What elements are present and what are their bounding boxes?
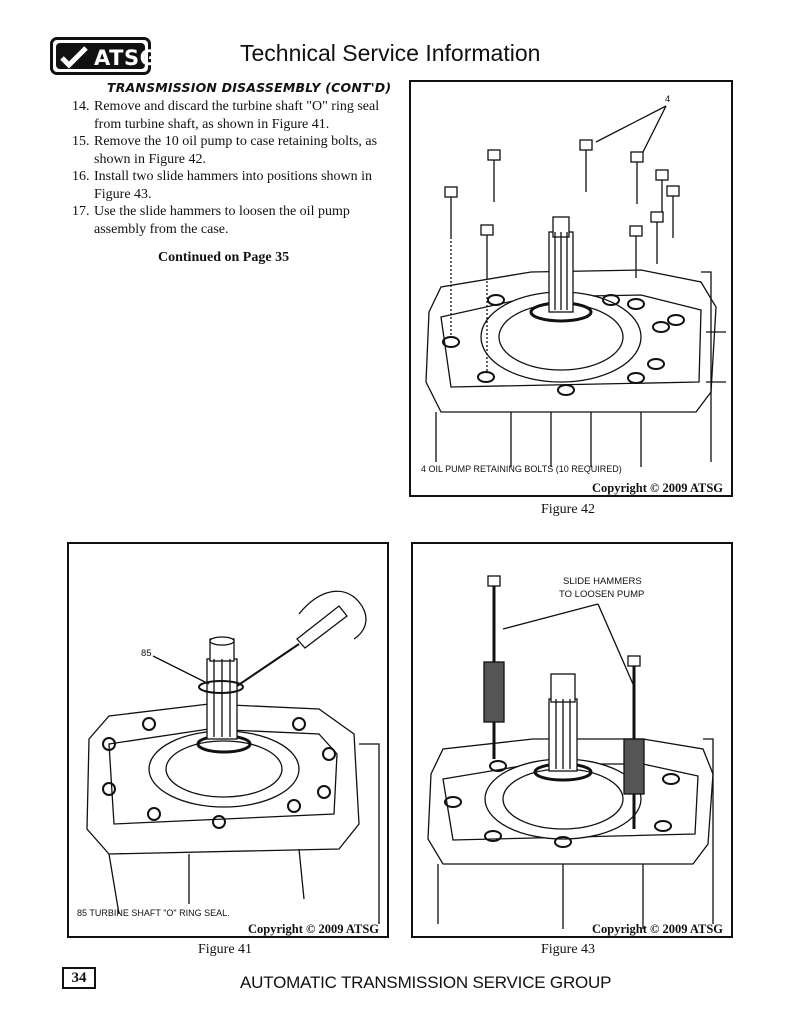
- continued-note: Continued on Page 35: [158, 250, 290, 265]
- figure-43-box: SLIDE HAMMERS TO LOOSEN PUMP Copyright ©…: [411, 542, 733, 938]
- figure-41-copyright: Copyright © 2009 ATSG: [248, 922, 379, 936]
- figure-42-copyright: Copyright © 2009 ATSG: [592, 481, 723, 495]
- figure-43-copyright: Copyright © 2009 ATSG: [592, 922, 723, 936]
- figure-41-box: 85 85 TURBINE SHAFT "O" RING SEAL. Copyr…: [67, 542, 389, 938]
- page-title: Technical Service Information: [240, 40, 541, 66]
- logo-text: ATSG: [94, 46, 158, 70]
- figure-42-box: 4 4 OIL PUMP RETAINING BOLTS (10 REQUIRE…: [409, 80, 733, 497]
- figure-41-label: Figure 41: [198, 942, 253, 957]
- turbine-seal-illustration: 85: [86, 590, 380, 924]
- checkmark-icon: [60, 46, 88, 69]
- figure-41-callout: 85: [141, 648, 152, 659]
- step-item: 16.Install two slide hammers into positi…: [72, 169, 373, 202]
- page-number: 34: [62, 967, 96, 989]
- figure-42-callout: 4: [665, 94, 670, 105]
- figure-43-callout-line1: SLIDE HAMMERS: [563, 576, 642, 587]
- step-item: 14.Remove and discard the turbine shaft …: [72, 99, 380, 132]
- figure-43-label: Figure 43: [541, 942, 596, 957]
- figure-42-caption: 4 OIL PUMP RETAINING BOLTS (10 REQUIRED): [421, 464, 622, 474]
- figure-42-label: Figure 42: [541, 502, 596, 517]
- slide-hammers-illustration: SLIDE HAMMERS TO LOOSEN PUMP: [427, 575, 714, 929]
- step-list: 14.Remove and discard the turbine shaft …: [72, 98, 392, 238]
- figure-43-callout-line2: TO LOOSEN PUMP: [559, 589, 644, 600]
- atsg-logo: ATSG: [50, 37, 157, 75]
- oil-pump-bolts-illustration: 4: [425, 94, 726, 467]
- figure-41-caption: 85 TURBINE SHAFT "O" RING SEAL.: [77, 908, 230, 918]
- step-item: 15.Remove the 10 oil pump to case retain…: [72, 134, 378, 167]
- footer-text: AUTOMATIC TRANSMISSION SERVICE GROUP: [240, 973, 612, 992]
- section-title: TRANSMISSION DISASSEMBLY (CONT'D): [107, 80, 392, 95]
- step-item: 17.Use the slide hammers to loosen the o…: [72, 204, 350, 237]
